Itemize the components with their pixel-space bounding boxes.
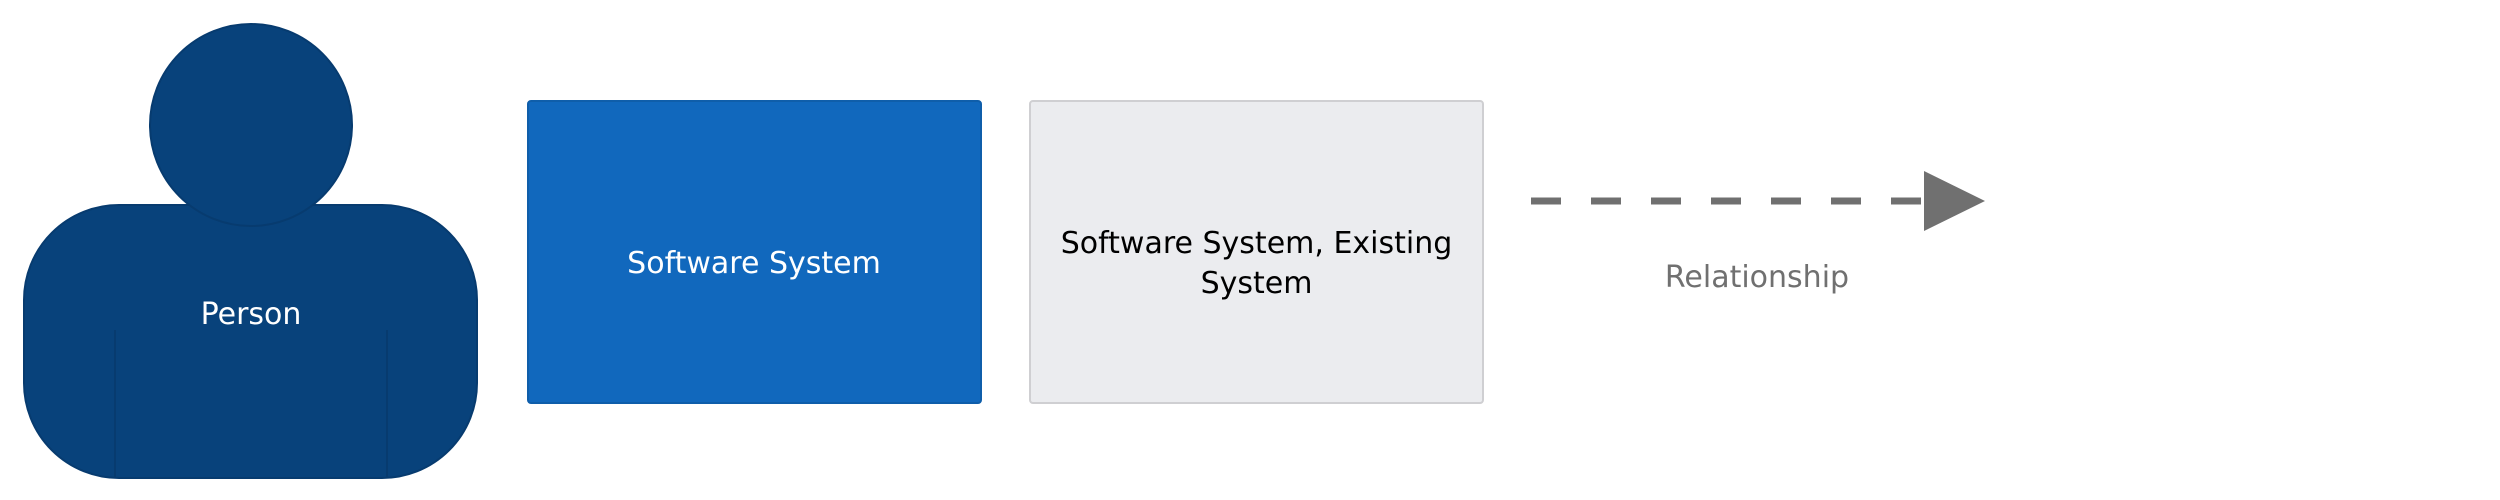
relationship-legend: Relationship (1531, 171, 1985, 295)
person-body (23, 204, 478, 479)
existing-system-box (1029, 100, 1484, 404)
software-system-label: Software System (627, 246, 881, 281)
person-head (149, 23, 353, 227)
person-label: Person (201, 297, 302, 332)
software-system-element[interactable]: Software System (527, 100, 982, 404)
software-system-box (527, 100, 982, 404)
existing-system-label: Software System, Existing System (1060, 226, 1453, 301)
existing-system-element[interactable] (1029, 100, 1484, 404)
person-element[interactable]: Person (23, 23, 478, 479)
relationship-arrowhead (1924, 171, 1985, 231)
relationship-label: Relationship (1665, 260, 1849, 295)
